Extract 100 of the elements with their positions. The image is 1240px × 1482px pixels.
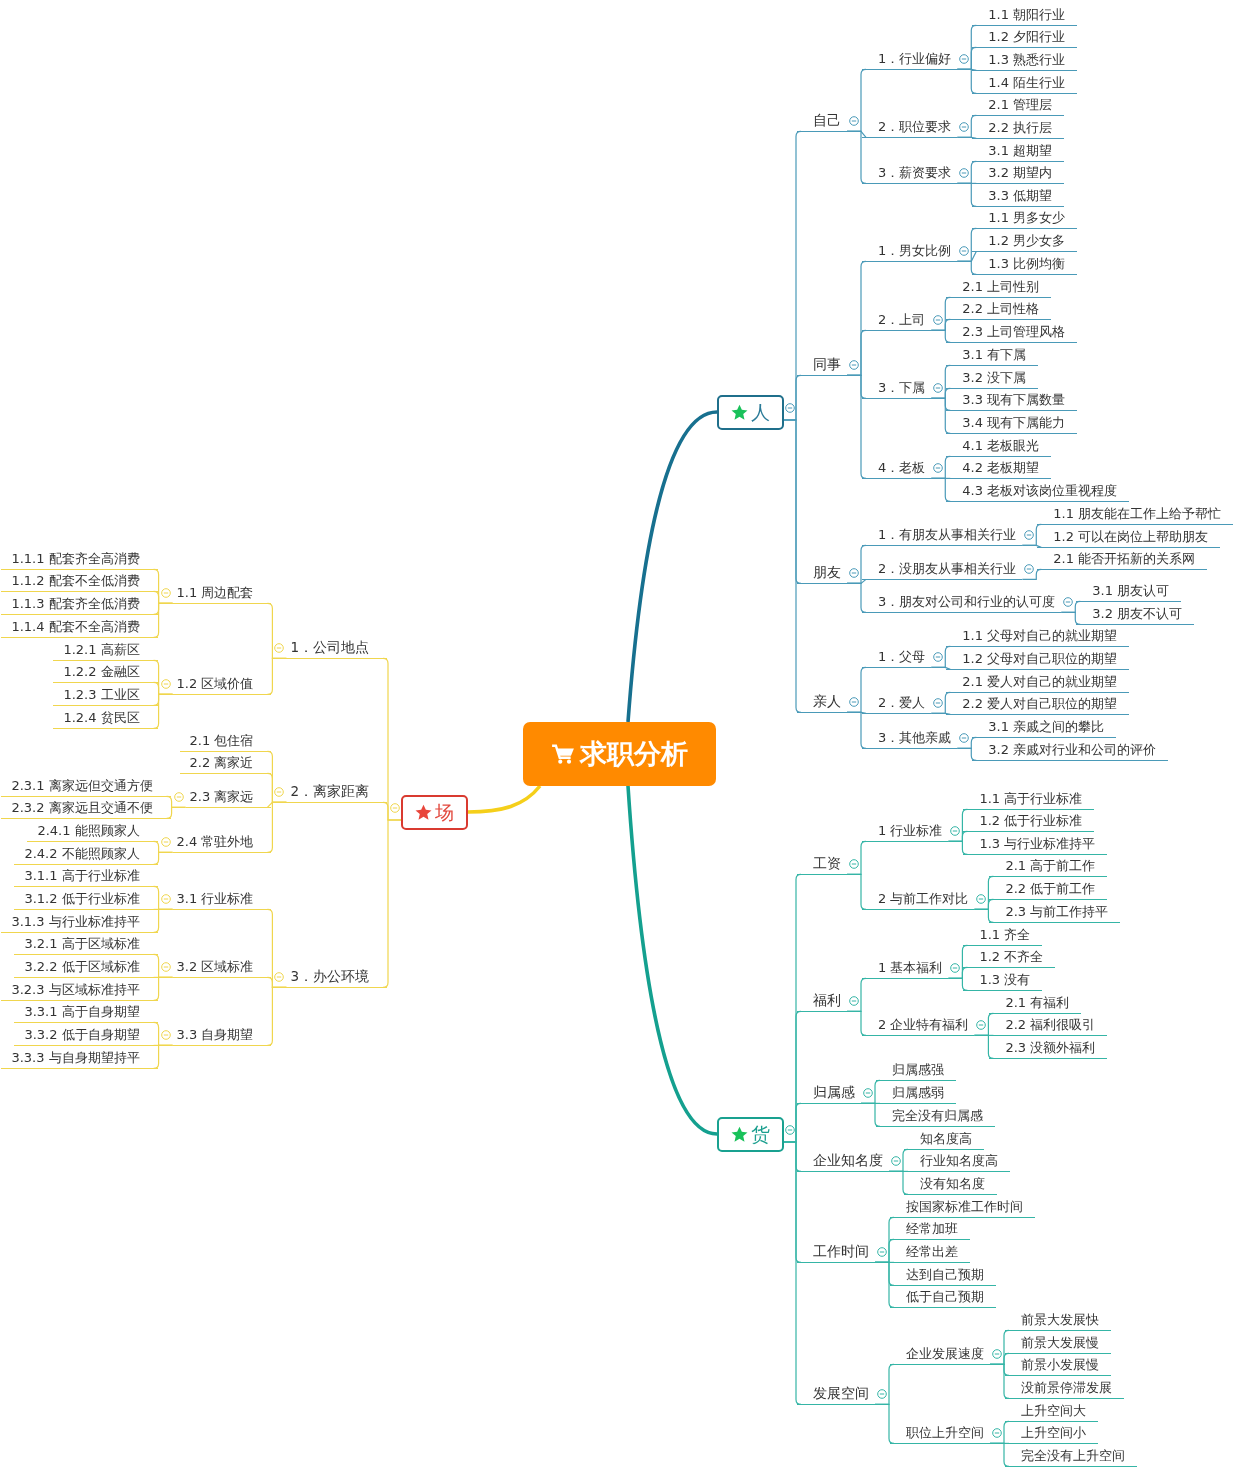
connector-line bbox=[973, 1034, 994, 1059]
connector-line bbox=[783, 1141, 802, 1405]
topic-label: 3.2.2 低于区域标准 bbox=[14, 956, 158, 978]
connector-line bbox=[166, 806, 187, 819]
topic-label: 2．职位要求 bbox=[862, 116, 958, 138]
connector-line bbox=[153, 976, 174, 1001]
topic-label: 2.2 执行层 bbox=[972, 117, 1065, 139]
topic-label: 3.3.1 高于自身期望 bbox=[14, 1001, 158, 1023]
connector-line bbox=[153, 693, 174, 729]
topic-label: 2．没朋友从事相关行业 bbox=[862, 558, 1023, 580]
topic-label: 2.3.2 离家远且交通不便 bbox=[1, 797, 171, 819]
topic-label: 归属感 bbox=[797, 1082, 861, 1104]
topic-label: 前景大发展快 bbox=[1005, 1309, 1111, 1331]
topic-label: 2.1 有福利 bbox=[989, 992, 1082, 1014]
topic-label: 1.1.4 配套不全高消费 bbox=[1, 616, 158, 638]
topic-label: 发展空间 bbox=[797, 1383, 875, 1405]
topic-label: 2．上司 bbox=[862, 309, 932, 331]
topic-label: 2.1 爱人对自己的就业期望 bbox=[946, 671, 1130, 693]
topic-label: 2.3 上司管理风格 bbox=[946, 321, 1078, 343]
connector-line bbox=[626, 785, 718, 1136]
topic-label: 上升空间小 bbox=[1005, 1422, 1098, 1444]
connector-line bbox=[956, 182, 977, 207]
topic-label: 1.2.3 工业区 bbox=[53, 684, 158, 706]
topic-label: 达到自己预期 bbox=[890, 1264, 996, 1286]
topic-label: 2 企业特有福利 bbox=[862, 1014, 975, 1036]
connector-line bbox=[846, 130, 867, 184]
topic-label: 3.1 朋友认可 bbox=[1076, 580, 1182, 602]
branch-box bbox=[717, 1116, 784, 1152]
topic-label: 1.2.1 高薪区 bbox=[53, 639, 158, 661]
topic-label: 1．男女比例 bbox=[862, 240, 958, 262]
topic-label: 亲人 bbox=[797, 691, 847, 713]
topic-label: 职位上升空间 bbox=[890, 1422, 990, 1444]
topic-label: 上升空间大 bbox=[1005, 1400, 1098, 1422]
topic-label: 2.2 离家近 bbox=[179, 752, 272, 774]
branch-label: 货 bbox=[751, 1123, 770, 1145]
topic-label: 1.1.2 配套不全低消费 bbox=[1, 570, 158, 592]
topic-label: 2.1 包住宿 bbox=[179, 730, 272, 752]
topic-label: 2．爱人 bbox=[862, 692, 932, 714]
branch-label: 场 bbox=[435, 801, 454, 823]
topic-label: 1.1.1 配套齐全高消费 bbox=[1, 548, 158, 570]
topic-label: 知名度高 bbox=[904, 1128, 984, 1150]
topic-label: 1.2 父母对自己职位的期望 bbox=[946, 648, 1130, 670]
connector-line bbox=[930, 477, 951, 502]
topic-label: 前景大发展慢 bbox=[1005, 1332, 1111, 1354]
connector-line bbox=[1021, 544, 1042, 548]
topic-label: 2.1 管理层 bbox=[972, 94, 1065, 116]
topic-label: 1.2.4 贫民区 bbox=[53, 707, 158, 729]
topic-label: 2 与前工作对比 bbox=[862, 888, 975, 910]
topic-label: 1 行业标准 bbox=[862, 820, 949, 842]
connector-line bbox=[956, 68, 977, 94]
topic-label: 1.1 朋友能在工作上给予帮忙 bbox=[1037, 503, 1234, 525]
connector-line bbox=[947, 977, 968, 991]
topic-label: 3.3 低期望 bbox=[972, 185, 1065, 207]
connector-line bbox=[846, 873, 867, 910]
connector-line bbox=[382, 819, 402, 988]
connector-line bbox=[973, 908, 994, 923]
topic-label: 2.3 没额外福利 bbox=[989, 1037, 1108, 1059]
topic-label: 3.1.2 低于行业标准 bbox=[14, 888, 158, 910]
topic-label: 2.3 与前工作持平 bbox=[989, 901, 1121, 923]
central-topic-box bbox=[523, 722, 716, 786]
topic-label: 1.1 父母对自己的就业期望 bbox=[946, 625, 1130, 647]
topic-label: 3.3.3 与自身期望持平 bbox=[1, 1047, 158, 1069]
connector-line bbox=[846, 1010, 867, 1036]
topic-label: 1.2 低于行业标准 bbox=[963, 810, 1095, 832]
connector-line bbox=[989, 1363, 1010, 1399]
connector-line bbox=[1060, 611, 1081, 625]
topic-label: 3．其他亲戚 bbox=[862, 727, 958, 749]
connector-line bbox=[930, 329, 951, 343]
topic-label: 企业发展速度 bbox=[890, 1343, 990, 1365]
connector-line bbox=[930, 397, 951, 434]
topic-label: 3.1 行业标准 bbox=[172, 888, 272, 910]
connector-line bbox=[989, 1442, 1010, 1467]
topic-label: 完全没有归属感 bbox=[876, 1105, 995, 1127]
connector-line bbox=[874, 1403, 895, 1444]
connector-line bbox=[783, 419, 802, 713]
topic-label: 3.1.1 高于行业标准 bbox=[14, 865, 158, 887]
topic-label: 1.2.2 金融区 bbox=[53, 661, 158, 683]
branch-box bbox=[401, 794, 468, 830]
topic-label: 归属感弱 bbox=[876, 1082, 956, 1104]
topic-label: 低于自己预期 bbox=[890, 1286, 996, 1308]
topic-label: 1 基本福利 bbox=[862, 957, 949, 979]
topic-label: 朋友 bbox=[797, 562, 847, 584]
connector-line bbox=[153, 908, 174, 933]
topic-label: 1．公司地点 bbox=[286, 637, 387, 659]
topic-label: 行业知名度高 bbox=[904, 1150, 1010, 1172]
topic-label: 2．离家距离 bbox=[286, 781, 387, 803]
connector-line bbox=[956, 747, 977, 761]
topic-label: 1.2 夕阳行业 bbox=[972, 26, 1078, 48]
branch-box bbox=[717, 394, 784, 430]
topic-label: 完全没有上升空间 bbox=[1005, 1445, 1137, 1467]
topic-label: 工作时间 bbox=[797, 1241, 875, 1263]
topic-label: 经常出差 bbox=[890, 1241, 970, 1263]
topic-label: 1.1 朝阳行业 bbox=[972, 4, 1078, 26]
connector-line bbox=[846, 374, 867, 479]
topic-label: 2.4.2 不能照顾家人 bbox=[14, 843, 158, 865]
connector-line bbox=[956, 136, 977, 139]
connector-line bbox=[153, 602, 174, 638]
branch-label: 人 bbox=[751, 401, 770, 423]
topic-label: 3.2.1 高于区域标准 bbox=[14, 933, 158, 955]
connector-line bbox=[930, 666, 951, 670]
